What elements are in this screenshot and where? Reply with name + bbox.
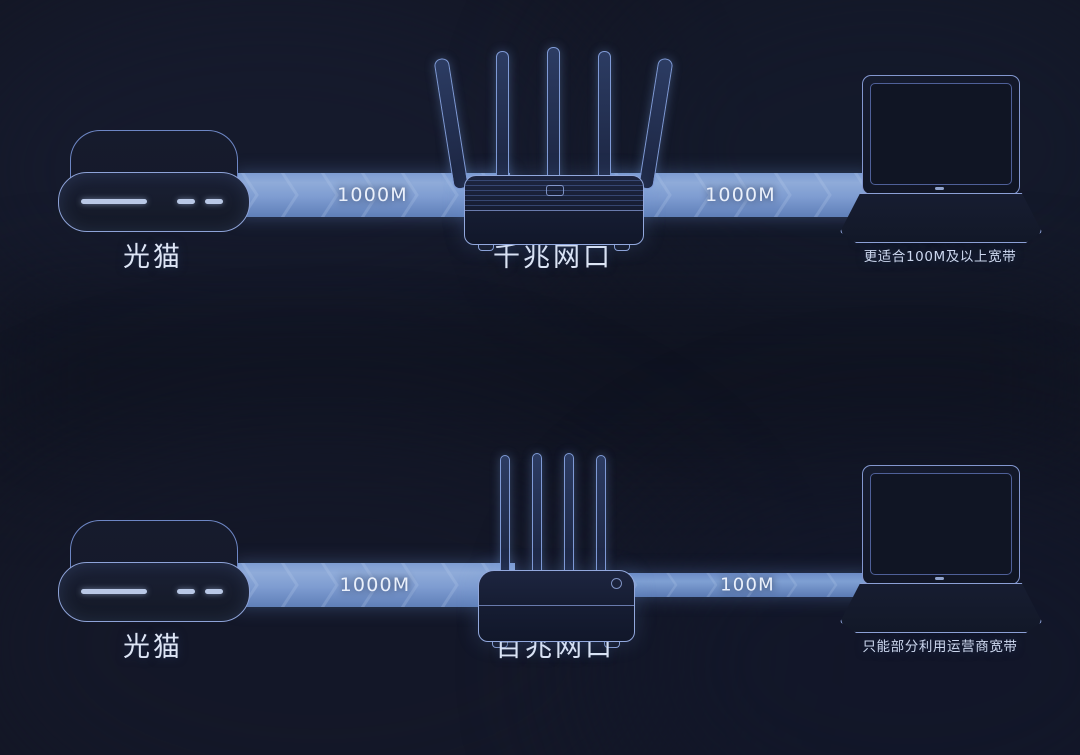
router-body xyxy=(464,175,644,245)
laptop-camera-dot xyxy=(935,577,944,580)
router-logo-badge xyxy=(546,185,564,196)
laptop-camera-dot xyxy=(935,187,944,190)
modem-indicator-bar-2 xyxy=(205,199,223,204)
router-body-seam xyxy=(465,210,643,212)
cable-label-1000m-right-top: 1000M xyxy=(705,184,776,206)
router-device-fast xyxy=(470,435,640,648)
router-antenna-1 xyxy=(500,455,510,582)
laptop-note-bottom-line2: 只能部分利用运营商宽带 xyxy=(862,639,1018,655)
cable-router-to-laptop-fast: 100M xyxy=(620,573,875,597)
router-antenna-1 xyxy=(433,57,469,191)
cable-label-1000m-left-top: 1000M xyxy=(337,184,408,206)
router-body-seam xyxy=(479,605,634,607)
router-caption-top: 千兆网口 xyxy=(493,242,613,273)
modem-indicator-bar-1 xyxy=(177,589,195,594)
router-foot-left xyxy=(492,640,508,648)
router-antenna-3 xyxy=(564,453,574,582)
modem-indicator-bar-long xyxy=(81,199,147,204)
modem-body xyxy=(58,562,250,622)
laptop-screen xyxy=(870,83,1012,185)
laptop-base xyxy=(840,583,1042,633)
router-body xyxy=(478,570,635,642)
cable-label-1000m-left-bottom: 1000M xyxy=(339,574,411,596)
modem-caption-bottom: 光猫 xyxy=(123,632,183,663)
modem-body xyxy=(58,172,250,232)
modem-indicator-bar-1 xyxy=(177,199,195,204)
row-gigabit: 1000M 1000M xyxy=(0,25,1080,355)
modem-device-gigabit xyxy=(58,130,250,232)
laptop-lid xyxy=(862,465,1020,585)
router-antenna-4 xyxy=(596,455,606,582)
laptop-screen xyxy=(870,473,1012,575)
cable-modem-to-router-fast: 1000M xyxy=(235,563,515,607)
modem-caption-top: 光猫 xyxy=(123,242,183,273)
modem-device-fast xyxy=(58,520,250,622)
laptop-device-gigabit xyxy=(840,75,1042,243)
router-antenna-3 xyxy=(547,47,560,189)
modem-indicator-bar-long xyxy=(81,589,147,594)
router-antenna-5 xyxy=(638,57,674,191)
laptop-lid xyxy=(862,75,1020,195)
laptop-note-top-line2: 更适合100M及以上宽带 xyxy=(863,249,1017,265)
row-fast-ethernet: 1000M 100M xyxy=(0,415,1080,745)
router-antenna-4 xyxy=(598,51,611,189)
router-antenna-2 xyxy=(532,453,542,582)
modem-indicator-bar-2 xyxy=(205,589,223,594)
router-foot-right xyxy=(604,640,620,648)
laptop-base xyxy=(840,193,1042,243)
router-logo-badge xyxy=(611,578,622,589)
laptop-device-fast xyxy=(840,465,1042,633)
router-foot-left xyxy=(478,243,494,251)
router-foot-right xyxy=(614,243,630,251)
router-device-gigabit xyxy=(433,35,674,251)
router-antenna-2 xyxy=(496,51,509,189)
cable-label-100m-right-bottom: 100M xyxy=(720,574,775,596)
